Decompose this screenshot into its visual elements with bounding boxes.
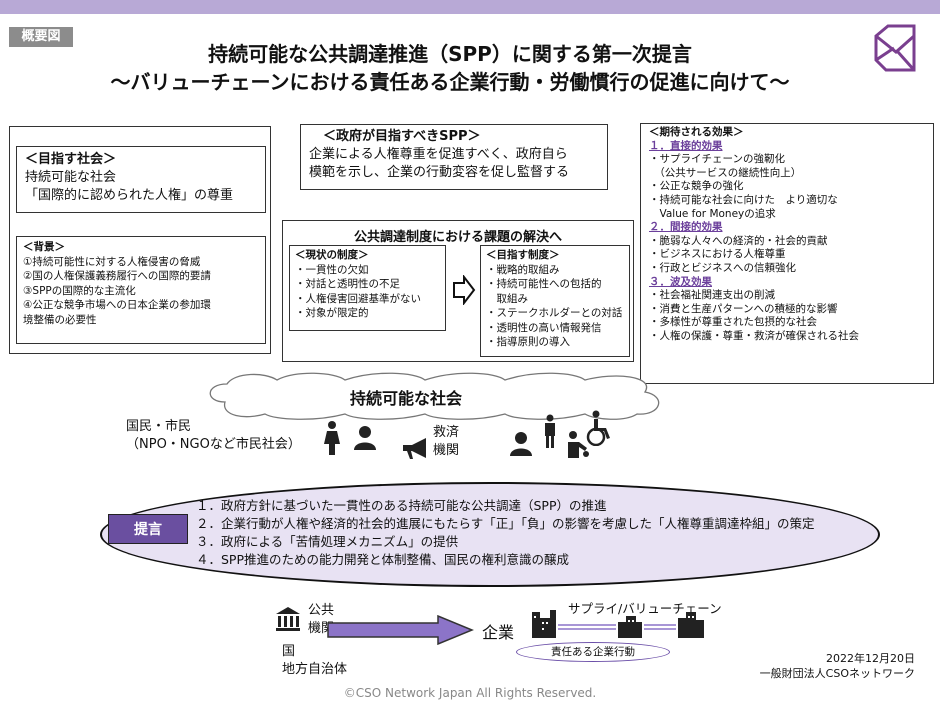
effects-box: ＜期待される効果＞ １．直接的効果 ・サプライチェーンの強靭化 （公共サービスの… xyxy=(640,123,934,384)
effect-item: ・多様性が尊重された包摂的な社会 xyxy=(649,316,817,329)
current-item: ・対話と透明性の不足 xyxy=(295,278,400,290)
background-item: ②国の人権保護義務履行への国際的要請 xyxy=(23,270,211,282)
citizens-label: 国民・市民 （NPO・NGOなど市民社会） xyxy=(126,418,301,454)
caregiver-icon xyxy=(568,431,589,458)
local-gov-label: 地方自治体 xyxy=(282,662,348,677)
effect-item: ・脆弱な人々への経済的・社会的貢献 xyxy=(649,234,828,247)
effect-item: （公共サービスの継続性向上） xyxy=(649,166,802,179)
target-item: ・指導原則の導入 xyxy=(486,336,570,348)
background-item: ①持続可能性に対する人権侵害の脅威 xyxy=(23,255,201,268)
effect-section-title: １．直接的効果 xyxy=(649,139,723,152)
relief-line1: 救済 xyxy=(433,425,460,440)
gov-spp-heading: ＜政府が目指すべきSPP＞ xyxy=(323,129,481,144)
supply-chain-icon xyxy=(532,610,704,638)
cloud-label: 持続可能な社会 xyxy=(350,389,463,408)
cso-logo xyxy=(874,24,916,72)
person-bust-icon xyxy=(510,432,532,456)
society-line1: 持続可能な社会 xyxy=(25,170,117,185)
effects-heading: ＜期待される効果＞ xyxy=(649,126,744,138)
relief-label: 救済 機関 xyxy=(433,424,459,460)
current-item: ・対象が限定的 xyxy=(295,307,369,319)
effect-item: ・ビジネスにおける人権尊重 xyxy=(649,248,786,261)
page-title-line1: 持続可能な公共調達推進（SPP）に関する第一次提言 xyxy=(208,42,692,66)
citizens-line2: （NPO・NGOなど市民社会） xyxy=(126,437,301,452)
society-heading: ＜目指す社会＞ xyxy=(25,152,117,167)
megaphone-icon xyxy=(403,438,426,459)
target-item: ・ステークホルダーとの対話 xyxy=(486,307,623,319)
effect-item: ・社会福祉関連支出の削減 xyxy=(649,289,775,302)
effect-section-title: ３．波及効果 xyxy=(649,275,712,288)
effect-item: ・人権の保護・尊重・救済が確保される社会 xyxy=(649,329,859,342)
gov-spp-box: ＜政府が目指すべきSPP＞ 企業による人権尊重を促進すべく、政府自ら 模範を示し… xyxy=(300,124,608,190)
target-item: ・透明性の高い情報発信 xyxy=(486,321,602,334)
gov-spp-line2: 模範を示し、企業の行動変容を促し監督する xyxy=(309,165,570,180)
person-male-icon xyxy=(545,414,555,448)
page-title-line2: 〜バリューチェーンにおける責任ある企業行動・労働慣行の促進に向けて〜 xyxy=(110,70,790,94)
society-box: ＜目指す社会＞ 持続可能な社会 「国際的に認められた人権」の尊重 xyxy=(16,146,266,213)
person-bust-icon xyxy=(354,426,376,450)
target-system-box: ＜目指す制度＞ ・戦略的取組み ・持続可能性への包括的 取組み ・ステークホルダ… xyxy=(480,245,630,357)
background-box: ＜背景＞ ①持続可能性に対する人権侵害の脅威 ②国の人権保護義務履行への国際的要… xyxy=(16,236,266,344)
proposal-item: ２．企業行動が人権や経済的社会的進展にもたらす「正」「負」の影響を考慮した「人権… xyxy=(196,516,815,531)
effect-item: Value for Moneyの追求 xyxy=(649,207,776,220)
country-label: 国 xyxy=(282,644,296,659)
outline-arrow-icon xyxy=(453,275,476,305)
effect-item: ・公正な競争の強化 xyxy=(649,180,744,193)
target-item: 取組み xyxy=(486,292,528,305)
citizens-line1: 国民・市民 xyxy=(126,419,192,434)
target-item: ・戦略的取組み xyxy=(486,263,560,276)
effect-item: ・消費と生産パターンへの積極的な影響 xyxy=(649,302,838,315)
background-item: 境整備の必要性 xyxy=(23,313,97,326)
current-item: ・人権侵害回避基準がない xyxy=(295,292,421,305)
relief-line2: 機関 xyxy=(433,443,460,458)
current-heading: ＜現状の制度＞ xyxy=(295,249,369,261)
person-female-icon xyxy=(324,421,340,455)
proposal-ellipse xyxy=(100,482,880,587)
gov-spp-line1: 企業による人権尊重を促進すべく、政府自ら xyxy=(309,147,568,162)
org-label: 一般財団法人CSOネットワーク xyxy=(759,667,915,680)
background-item: ③SPPの国際的な主流化 xyxy=(23,284,136,297)
effect-item: ・行政とビジネスへの信頼強化 xyxy=(649,261,796,274)
proposal-item: ３．政府による「苦情処理メカニズム」の提供 xyxy=(196,534,459,549)
flow-arrow-icon xyxy=(327,615,474,645)
supply-chain-label: サプライ/バリューチェーン xyxy=(568,601,722,616)
target-heading: ＜目指す制度＞ xyxy=(486,249,560,261)
wheelchair-icon xyxy=(586,410,610,446)
responsible-conduct-badge: 責任ある企業行動 xyxy=(516,642,670,662)
proposal-item: ４．SPP推進のための能力開発と体制整備、国民の権利意識の醸成 xyxy=(196,552,570,567)
date-org-block: 2022年12月20日 一般財団法人CSOネットワーク xyxy=(735,651,915,681)
overview-tag: 概要図 xyxy=(9,27,73,47)
current-system-box: ＜現状の制度＞ ・一貫性の欠如 ・対話と透明性の不足 ・人権侵害回避基準がない … xyxy=(289,245,446,331)
proposal-item: １．政府方針に基づいた一貫性のある持続可能な公共調達（SPP）の推進 xyxy=(196,498,607,513)
cloud-shape xyxy=(209,372,660,420)
date-label: 2022年12月20日 xyxy=(826,652,915,665)
government-building-icon xyxy=(276,607,300,631)
current-item: ・一貫性の欠如 xyxy=(295,263,369,276)
effect-section-title: ２．間接的効果 xyxy=(649,221,723,234)
target-item: ・持続可能性への包括的 xyxy=(486,278,602,290)
effect-item: ・サプライチェーンの強靭化 xyxy=(649,153,785,166)
proposal-tag: 提言 xyxy=(108,514,188,544)
proposal-list: １．政府方針に基づいた一貫性のある持続可能な公共調達（SPP）の推進 ２．企業行… xyxy=(196,497,815,569)
society-line2: 「国際的に認められた人権」の尊重 xyxy=(25,188,234,203)
copyright-footer: ©CSO Network Japan All Rights Reserved. xyxy=(343,686,597,700)
effect-item: ・持続可能な社会に向けた より適切な xyxy=(649,193,838,206)
company-label: 企業 xyxy=(482,623,515,642)
top-accent-bar xyxy=(0,0,940,14)
public-line1: 公共 xyxy=(308,603,335,618)
background-heading: ＜背景＞ xyxy=(23,241,65,253)
issues-heading: 公共調達制度における課題の解決へ xyxy=(353,230,562,245)
background-item: ④公正な競争市場への日本企業の参加環 xyxy=(23,299,211,311)
